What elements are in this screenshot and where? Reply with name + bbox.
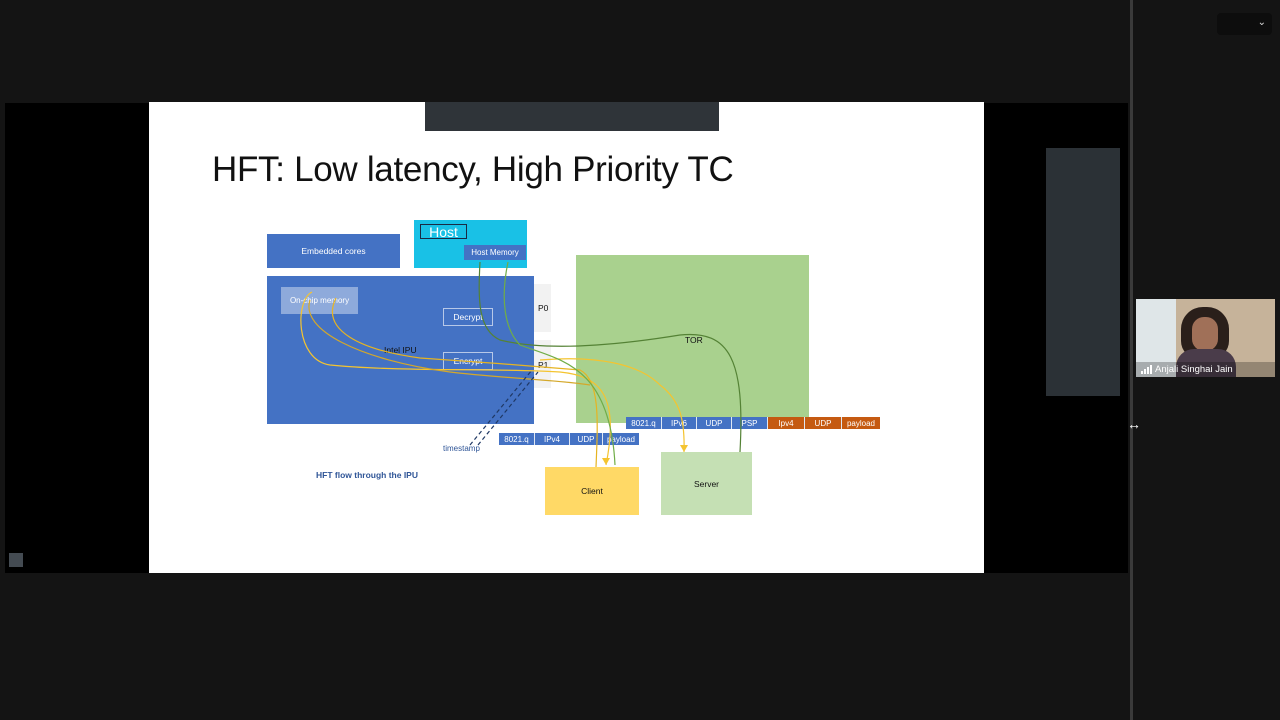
header-cell: IPv6 [662,417,697,429]
client-box: Client [545,467,639,515]
video-background [1136,299,1176,377]
port-p0-label: P0 [538,303,549,313]
panel-divider[interactable] [1130,0,1133,720]
meeting-side-panel [1046,148,1120,396]
intel-ipu-label: Intel IPU [384,345,417,355]
arrowhead [680,445,688,452]
flow-path-green [503,261,616,466]
tor-label: TOR [685,335,703,345]
decrypt-box: Decrypt [443,308,493,326]
screen-share-control-icon[interactable] [9,553,23,567]
port-p1-label: P1 [538,360,549,370]
arrowhead [602,458,610,465]
host-memory-box: Host Memory [464,245,526,260]
timestamp-dash [477,371,539,446]
header-cell: UDP [805,417,842,429]
flow-path-green [478,261,742,453]
timestamp-dash [469,369,533,446]
header-cell: 8021.q [626,417,662,429]
header-cell: UDP [697,417,732,429]
view-options-dropdown[interactable]: ⌄ [1217,13,1272,35]
host-box [414,220,527,268]
participant-video-tile[interactable]: Anjali Singhai Jain [1136,299,1275,377]
header-cell: UDP [570,433,603,445]
server-box: Server [661,452,752,515]
signal-bars-icon [1141,365,1152,374]
embedded-cores-box: Embedded cores [267,234,400,268]
header-cell: Ipv4 [768,417,805,429]
participant-name: Anjali Singhai Jain [1155,364,1233,375]
on-chip-memory-box: On-chip memory [281,287,358,314]
flow-path-yellow [300,291,611,466]
participant-body [1176,349,1236,377]
flow-path-yellow [539,358,685,453]
port-p0 [534,284,551,332]
slide-caption: HFT flow through the IPU [316,470,418,480]
slide-title: HFT: Low latency, High Priority TC [212,150,734,189]
flow-path-yellow [331,297,598,468]
chevron-down-icon: ⌄ [1257,17,1266,28]
tor-switch-box [576,255,809,423]
header-cell: IPv4 [535,433,570,445]
header-cell: payload [842,417,880,429]
resize-horizontal-icon: ↔ [1127,416,1141,432]
slide-toolbar[interactable] [425,102,719,131]
packet-header-plain: 8021.q IPv4 UDP payload [499,433,639,445]
header-cell: 8021.q [499,433,535,445]
host-label: Host [420,224,467,240]
timestamp-label: timestamp [443,444,480,453]
participant-face [1192,317,1218,351]
flow-path-yellow [308,299,591,386]
